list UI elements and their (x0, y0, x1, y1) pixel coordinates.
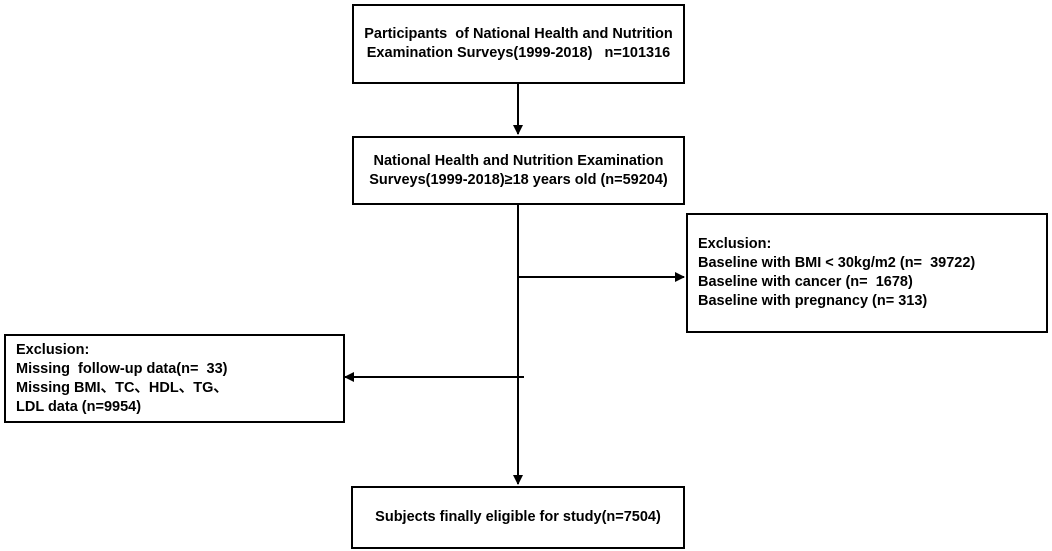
exclusion-left-box: Exclusion: Missing follow-up data(n= 33)… (4, 334, 345, 423)
participants-line-1: Participants of National Health and Nutr… (364, 26, 673, 42)
participants-box: Participants of National Health and Nutr… (352, 4, 685, 84)
exclusion-left-heading: Exclusion: (16, 341, 90, 358)
adults-line-2: Surveys(1999-2018)≥18 years old (n=59204… (369, 171, 668, 188)
adults-box: National Health and Nutrition Examinatio… (352, 136, 685, 205)
final-eligible-box: Subjects finally eligible for study(n=75… (351, 486, 685, 549)
exclusion-left-ldl: LDL data (n=9954) (16, 398, 142, 415)
exclusion-right-pregnancy: Baseline with pregnancy (n= 313) (698, 293, 928, 309)
participants-line-2: Examination Surveys(1999-2018) n=101316 (366, 45, 671, 61)
exclusion-right-heading: Exclusion: (698, 236, 772, 252)
adults-line-1: National Health and Nutrition Examinatio… (373, 152, 664, 169)
exclusion-left-missing-labs: Missing BMI、TC、HDL、TG、 (16, 379, 228, 396)
exclusion-left-followup: Missing follow-up data(n= 33) (16, 360, 228, 377)
exclusion-right-bmi: Baseline with BMI < 30kg/m2 (n= 39722) (698, 255, 976, 271)
exclusion-right-cancer: Baseline with cancer (n= 1678) (698, 274, 913, 290)
final-eligible-text: Subjects finally eligible for study(n=75… (375, 509, 661, 525)
exclusion-right-box: Exclusion: Baseline with BMI < 30kg/m2 (… (686, 213, 1048, 333)
